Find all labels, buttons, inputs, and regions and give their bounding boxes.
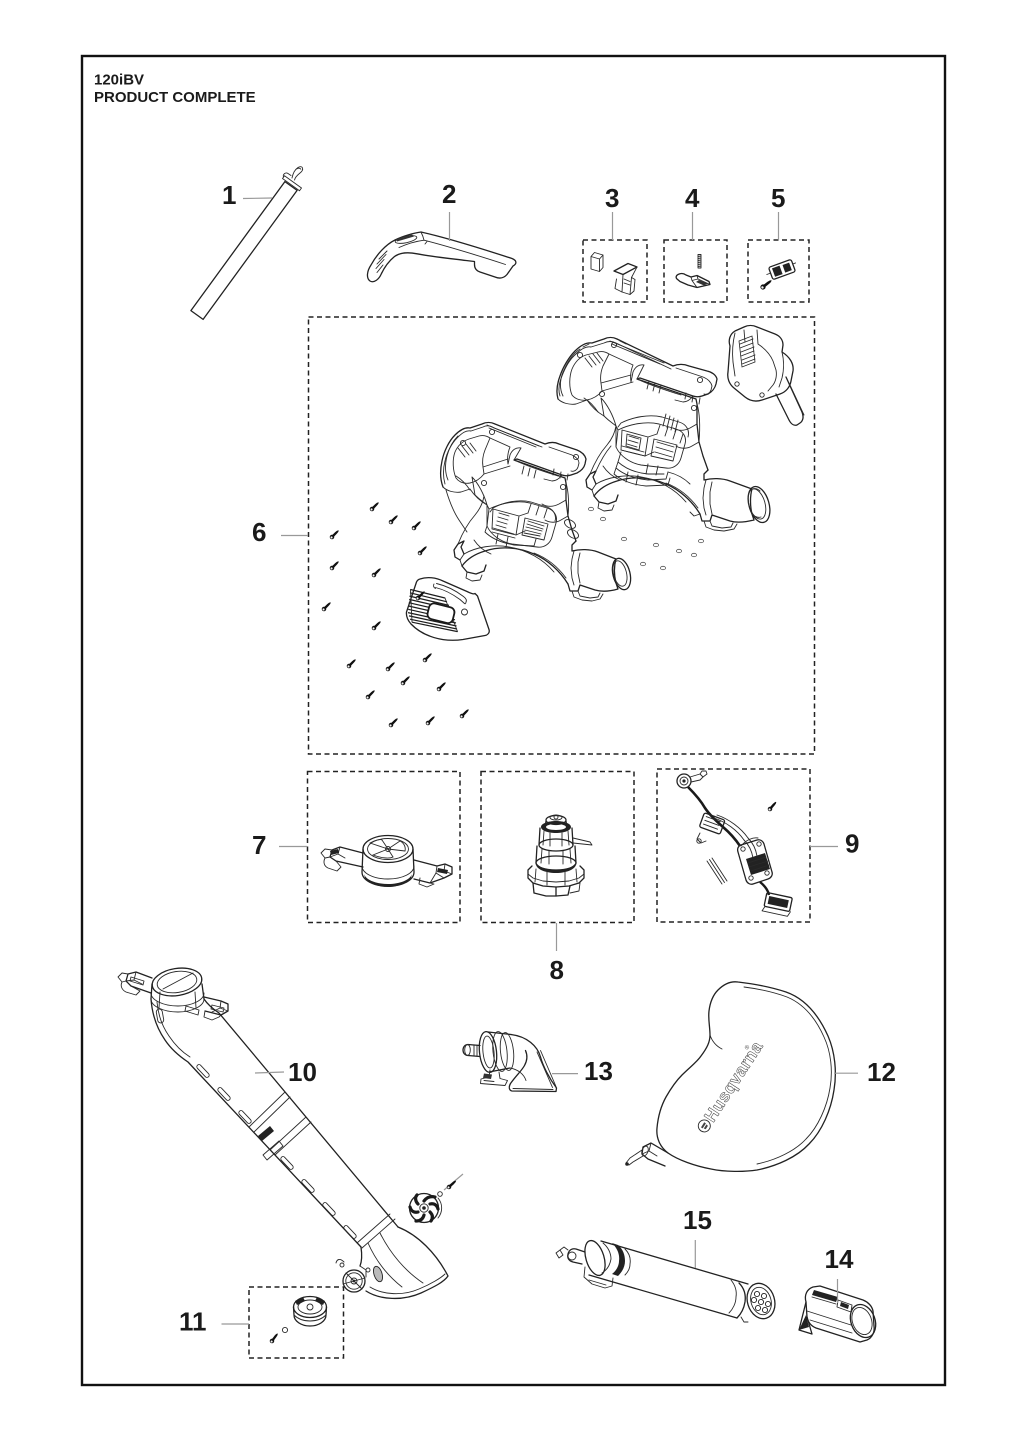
svg-text:10: 10: [288, 1057, 317, 1087]
svg-text:12: 12: [867, 1057, 896, 1087]
svg-text:6: 6: [252, 517, 266, 547]
svg-text:2: 2: [442, 179, 456, 209]
svg-text:8: 8: [550, 955, 564, 985]
svg-text:4: 4: [685, 183, 700, 213]
svg-text:7: 7: [252, 830, 266, 860]
svg-text:®: ®: [743, 1043, 752, 1051]
svg-text:15: 15: [683, 1205, 712, 1235]
svg-text:PRODUCT COMPLETE: PRODUCT COMPLETE: [94, 89, 256, 106]
svg-text:9: 9: [845, 829, 859, 859]
svg-text:14: 14: [825, 1244, 854, 1274]
svg-text:11: 11: [179, 1307, 207, 1337]
svg-text:1: 1: [222, 180, 236, 210]
svg-text:5: 5: [771, 183, 785, 213]
svg-text:13: 13: [584, 1056, 613, 1086]
svg-text:120iBV: 120iBV: [94, 72, 144, 89]
svg-text:Husqvarna: Husqvarna: [701, 1038, 767, 1126]
svg-text:3: 3: [605, 183, 619, 213]
